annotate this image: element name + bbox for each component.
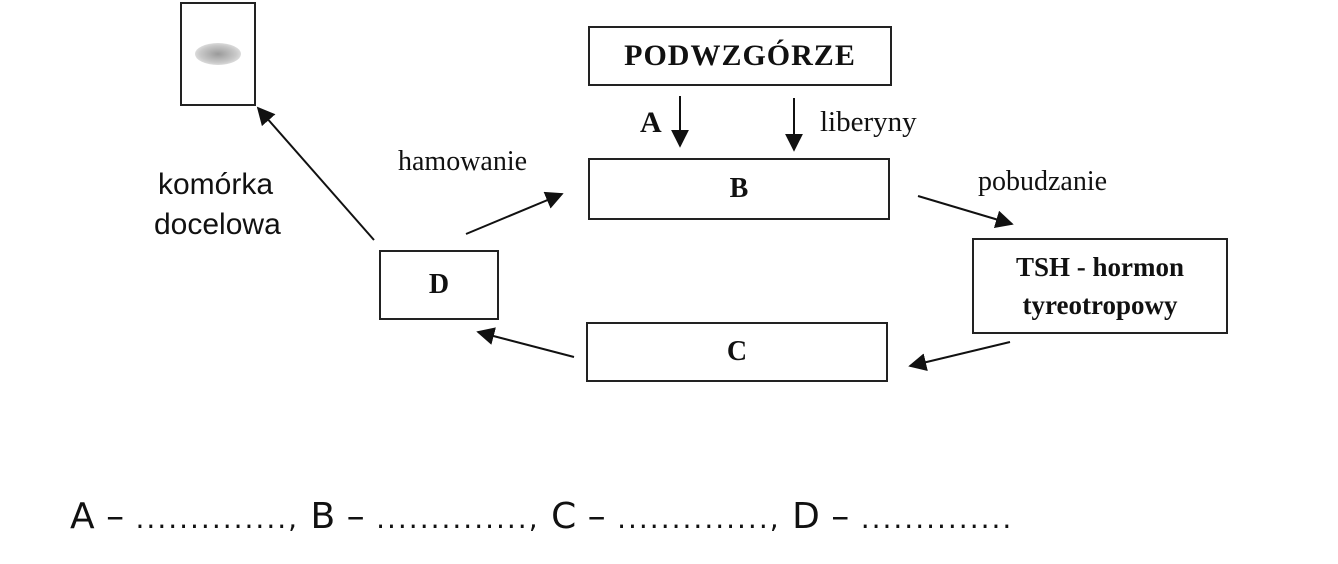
box-b-label: B [729, 173, 749, 204]
label-target-cell-1: komórka [158, 168, 274, 201]
label-stimulation: pobudzanie [978, 166, 1108, 197]
label-a: A [640, 106, 662, 139]
cell-icon [195, 43, 241, 65]
box-c-label: C [726, 336, 748, 367]
arrow-d-to-target-cell [256, 106, 375, 241]
hypothalamus-box: PODWZGÓRZE [588, 26, 892, 86]
box-d: D [379, 250, 499, 320]
label-target-cell-2: docelowa [154, 208, 281, 241]
answer-a-label: A – [70, 496, 125, 537]
answer-c-label: C – [551, 496, 606, 537]
answer-d-blank[interactable]: .............. [860, 502, 1014, 535]
answer-a-blank[interactable]: .............., [135, 502, 300, 535]
arrow-d-to-b [465, 191, 564, 235]
box-c: C [586, 322, 888, 382]
answer-line: A – .............., B – .............., … [70, 496, 1013, 537]
answer-c-blank[interactable]: .............., [617, 502, 781, 535]
arrow-c-to-d [476, 327, 575, 358]
arrow-tsh-to-c [908, 341, 1011, 371]
hypothalamus-label: PODWZGÓRZE [624, 39, 856, 72]
arrow-b-to-tsh [917, 195, 1014, 229]
tsh-line2: tyreotropowy [1022, 290, 1178, 320]
tsh-line1: TSH - hormon [1015, 252, 1185, 282]
tsh-box: TSH - hormon tyreotropowy [972, 238, 1228, 334]
label-inhibition: hamowanie [398, 146, 528, 177]
box-b: B [588, 158, 890, 220]
answer-b-blank[interactable]: .............., [376, 502, 540, 535]
answer-d-label: D – [792, 496, 850, 537]
label-liberins: liberyny [820, 106, 917, 138]
box-d-label: D [428, 269, 450, 300]
answer-b-label: B – [310, 496, 365, 537]
target-cell-box [180, 2, 256, 106]
